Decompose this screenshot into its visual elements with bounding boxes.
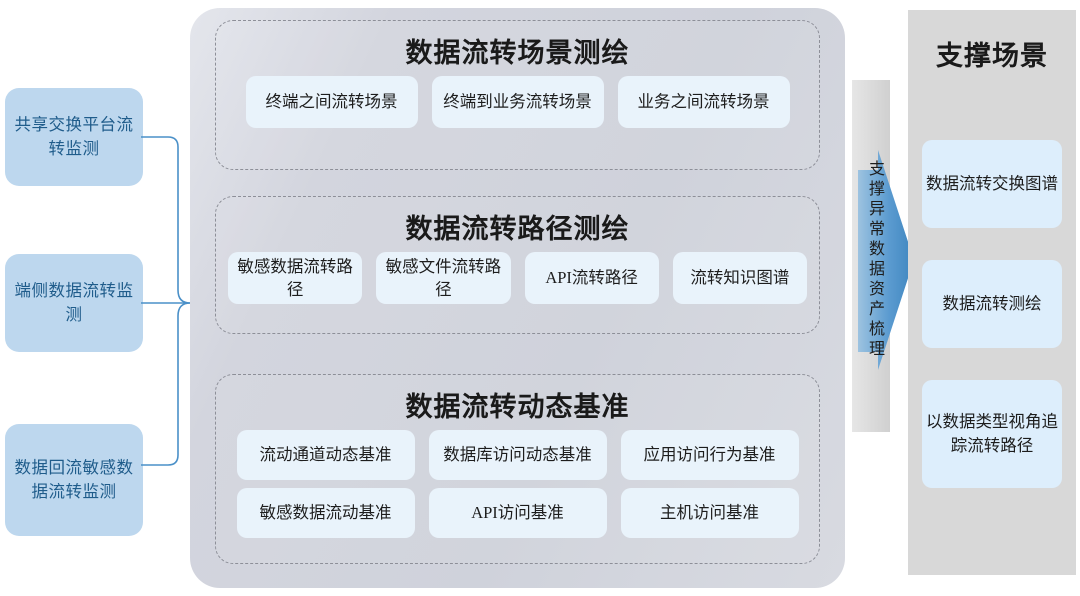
card-sensitive-data-flow-path[interactable]: 敏感数据流转路径 (228, 252, 363, 304)
card-label: API流转路径 (545, 268, 638, 288)
right-card-label: 以数据类型视角追踪流转路径 (926, 412, 1058, 455)
left-box-label: 端侧数据流转监测 (14, 281, 134, 324)
card-business-to-business-scenario[interactable]: 业务之间流转场景 (617, 76, 790, 128)
card-application-access-behavior-baseline[interactable]: 应用访问行为基准 (620, 430, 799, 480)
card-label: 流转知识图谱 (690, 268, 790, 288)
left-box-shared-exchange-platform[interactable]: 共享交换平台流转监测 (5, 88, 143, 186)
left-box-endpoint-data-flow[interactable]: 端侧数据流转监测 (5, 254, 143, 352)
section-flow-dynamic-baseline: 数据流转动态基准 流动通道动态基准 数据库访问动态基准 应用访问行为基准 敏感数… (215, 374, 820, 564)
card-flow-channel-dynamic-baseline[interactable]: 流动通道动态基准 (236, 430, 415, 480)
card-label: 敏感数据流动基准 (259, 503, 392, 523)
main-mapping-panel: 数据流转场景测绘 终端之间流转场景 终端到业务流转场景 业务之间流转场景 数据流… (190, 8, 845, 588)
right-card-label: 数据流转测绘 (942, 294, 1042, 314)
card-label: 数据库访问动态基准 (443, 445, 592, 465)
card-label: 终端到业务流转场景 (443, 92, 592, 112)
left-box-label: 数据回流敏感数据流转监测 (14, 458, 134, 501)
card-label: API访问基准 (471, 503, 564, 523)
right-card-label: 数据流转交换图谱 (926, 174, 1058, 194)
section-title: 数据流转场景测绘 (405, 38, 630, 68)
supporting-scenarios-panel: 支撑场景 数据流转交换图谱 数据流转测绘 以数据类型视角追踪流转路径 (908, 10, 1076, 575)
card-label: 应用访问行为基准 (643, 445, 776, 465)
right-panel-title: 支撑场景 (936, 41, 1048, 71)
card-sensitive-data-flow-baseline[interactable]: 敏感数据流动基准 (236, 488, 415, 538)
card-row: 敏感数据流转路径 敏感文件流转路径 API流转路径 流转知识图谱 (216, 252, 819, 304)
card-row: 敏感数据流动基准 API访问基准 主机访问基准 (216, 488, 819, 538)
card-row: 流动通道动态基准 数据库访问动态基准 应用访问行为基准 (216, 430, 819, 480)
right-card-type-perspective-path-tracking[interactable]: 以数据类型视角追踪流转路径 (922, 380, 1062, 488)
card-host-access-baseline[interactable]: 主机访问基准 (620, 488, 799, 538)
right-card-flow-mapping[interactable]: 数据流转测绘 (922, 260, 1062, 348)
section-flow-scenario-mapping: 数据流转场景测绘 终端之间流转场景 终端到业务流转场景 业务之间流转场景 (215, 20, 820, 170)
card-flow-knowledge-graph[interactable]: 流转知识图谱 (672, 252, 807, 304)
section-title: 数据流转路径测绘 (405, 214, 630, 244)
card-label: 敏感数据流转路径 (237, 256, 353, 299)
card-label: 敏感文件流转路径 (385, 256, 502, 299)
card-database-access-dynamic-baseline[interactable]: 数据库访问动态基准 (428, 430, 607, 480)
left-box-label: 共享交换平台流转监测 (14, 115, 134, 158)
card-label: 流动通道动态基准 (259, 445, 392, 465)
card-terminal-to-terminal-scenario[interactable]: 终端之间流转场景 (245, 76, 418, 128)
left-monitoring-column: 共享交换平台流转监测 端侧数据流转监测 数据回流敏感数据流转监测 (5, 0, 145, 596)
vertical-band-label: 支撑异常数据资产梳理 (866, 160, 883, 360)
right-card-flow-exchange-graph[interactable]: 数据流转交换图谱 (922, 140, 1062, 228)
card-row: 终端之间流转场景 终端到业务流转场景 业务之间流转场景 (216, 76, 819, 128)
card-label: 业务之间流转场景 (637, 92, 770, 112)
card-sensitive-file-flow-path[interactable]: 敏感文件流转路径 (376, 252, 511, 304)
card-label: 主机访问基准 (660, 503, 759, 523)
section-title: 数据流转动态基准 (405, 392, 630, 422)
left-box-backflow-sensitive-data[interactable]: 数据回流敏感数据流转监测 (5, 424, 143, 536)
card-label: 终端之间流转场景 (265, 92, 398, 112)
card-api-flow-path[interactable]: API流转路径 (524, 252, 659, 304)
section-flow-path-mapping: 数据流转路径测绘 敏感数据流转路径 敏感文件流转路径 API流转路径 流转知识图… (215, 196, 820, 334)
card-terminal-to-business-scenario[interactable]: 终端到业务流转场景 (431, 76, 604, 128)
card-api-access-baseline[interactable]: API访问基准 (428, 488, 607, 538)
